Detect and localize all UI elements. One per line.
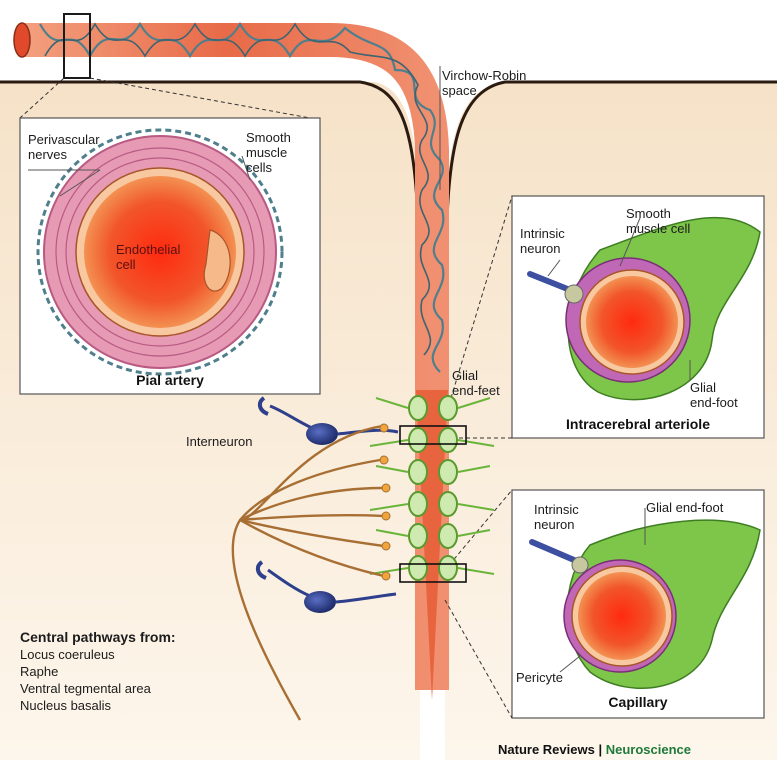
central-pathways-heading: Central pathways from: <box>20 629 176 646</box>
pathway-item: Locus coeruleus <box>20 646 176 663</box>
credit-separator: | <box>598 742 602 757</box>
label-interneuron: Interneuron <box>186 434 253 449</box>
pathway-item: Nucleus basalis <box>20 697 176 714</box>
pathway-item: Ventral tegmental area <box>20 680 176 697</box>
label-glial-end-foot-2: Glial end-foot <box>646 500 723 515</box>
journal-credit: Nature Reviews | Neuroscience <box>498 742 691 757</box>
journal-section: Neuroscience <box>606 742 691 757</box>
label-pericyte: Pericyte <box>516 670 563 685</box>
central-pathways-list: Central pathways from: Locus coeruleus R… <box>20 629 176 714</box>
caption-intracerebral-arteriole: Intracerebral arteriole <box>512 416 764 432</box>
pathway-item: Raphe <box>20 663 176 680</box>
caption-pial-artery: Pial artery <box>20 372 320 388</box>
caption-capillary: Capillary <box>512 694 764 710</box>
pial-artery-opening <box>14 23 30 57</box>
journal-name: Nature Reviews <box>498 742 595 757</box>
